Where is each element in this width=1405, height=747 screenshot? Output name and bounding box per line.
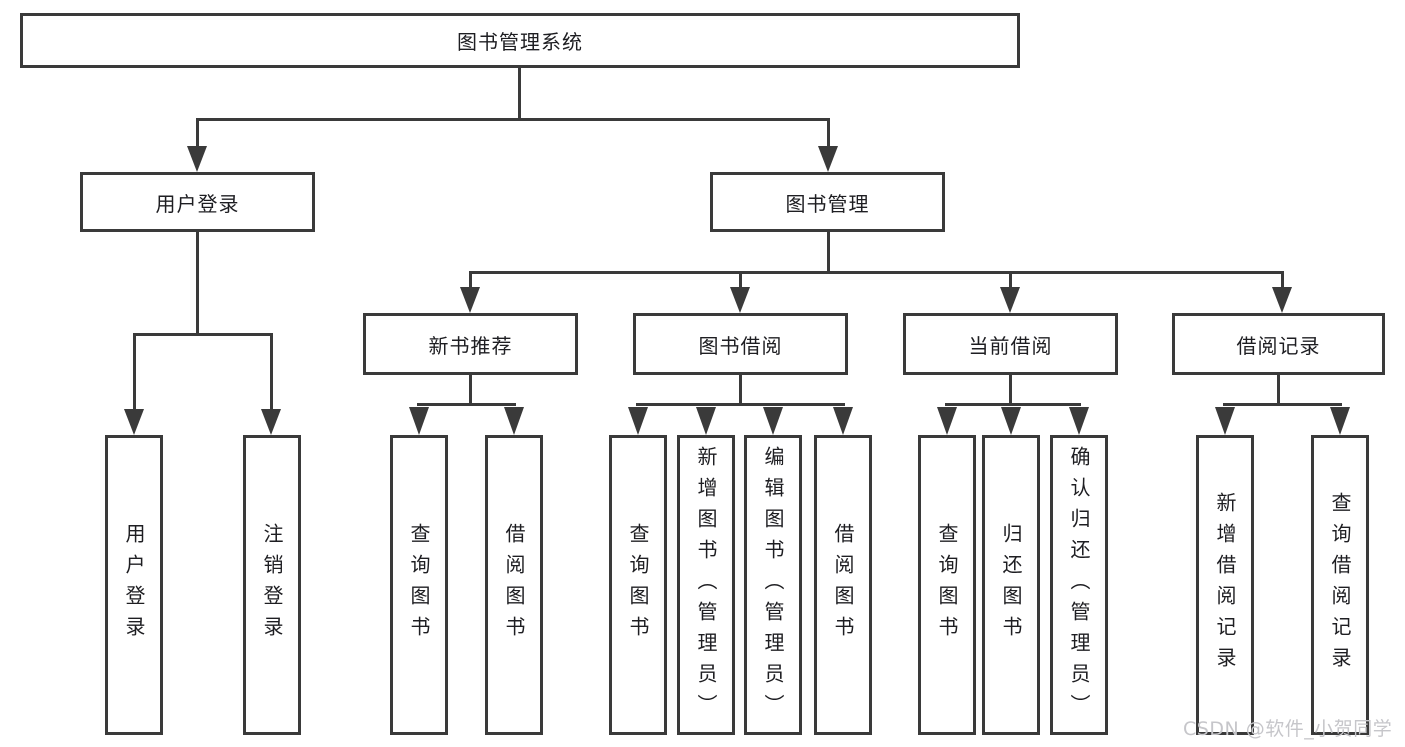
leaf-logout: 注销登录 <box>243 435 301 735</box>
node-label: 新书推荐 <box>428 333 513 358</box>
leaf-return-books: 归还图书 <box>982 435 1040 735</box>
connector-line <box>739 272 742 289</box>
node-borrow-record: 借阅记录 <box>1172 313 1385 375</box>
connector-line <box>469 271 1284 274</box>
arrow-down-icon <box>1000 287 1020 313</box>
arrow-down-icon <box>409 407 429 435</box>
connector-line <box>518 68 521 120</box>
leaf-label: 借阅图书 <box>831 523 855 647</box>
arrow-down-icon <box>460 287 480 313</box>
leaf-query-books-current: 查询图书 <box>918 435 976 735</box>
node-book-borrow: 图书借阅 <box>633 313 848 375</box>
connector-line <box>1281 272 1284 289</box>
leaf-user-login: 用户登录 <box>105 435 163 735</box>
leaf-label: 注销登录 <box>260 523 284 647</box>
connector-line <box>196 119 199 149</box>
node-current-borrow: 当前借阅 <box>903 313 1118 375</box>
arrow-down-icon <box>187 146 207 172</box>
connector-line <box>270 335 273 411</box>
arrow-down-icon <box>763 407 783 435</box>
arrow-down-icon <box>124 409 144 435</box>
leaf-label: 新增借阅记录 <box>1213 492 1237 678</box>
leaf-label: 确认归还（管理员） <box>1067 445 1091 725</box>
leaf-label: 用户登录 <box>122 523 146 647</box>
node-label: 借阅记录 <box>1236 333 1321 358</box>
node-label: 图书管理 <box>785 191 870 216</box>
leaf-query-borrow-record: 查询借阅记录 <box>1311 435 1369 735</box>
arrow-down-icon <box>833 407 853 435</box>
connector-line <box>1009 375 1012 406</box>
arrow-down-icon <box>261 409 281 435</box>
connector-line <box>945 403 1081 406</box>
node-new-book-recommend: 新书推荐 <box>363 313 578 375</box>
arrow-down-icon <box>1272 287 1292 313</box>
arrow-down-icon <box>696 407 716 435</box>
connector-line <box>196 232 199 335</box>
arrow-down-icon <box>1069 407 1089 435</box>
arrow-down-icon <box>628 407 648 435</box>
leaf-label: 查询图书 <box>407 523 431 647</box>
connector-line <box>1223 403 1342 406</box>
node-label: 图书借阅 <box>698 333 783 358</box>
node-label: 图书管理系统 <box>457 30 583 54</box>
node-label: 用户登录 <box>155 191 240 216</box>
leaf-borrow-books: 借阅图书 <box>814 435 872 735</box>
leaf-query-books-borrow: 查询图书 <box>609 435 667 735</box>
node-book-management: 图书管理 <box>710 172 945 232</box>
node-label: 当前借阅 <box>968 333 1053 358</box>
arrow-down-icon <box>1001 407 1021 435</box>
arrow-down-icon <box>730 287 750 313</box>
connector-line <box>417 403 516 406</box>
connector-line <box>636 403 845 406</box>
leaf-edit-books-admin: 编辑图书（管理员） <box>744 435 802 735</box>
leaf-borrow-books-recommend: 借阅图书 <box>485 435 543 735</box>
connector-line <box>827 232 830 273</box>
connector-line <box>196 118 830 121</box>
watermark: CSDN @软件_小贺同学 <box>1183 718 1393 740</box>
leaf-label: 查询借阅记录 <box>1328 492 1352 678</box>
leaf-query-books-recommend: 查询图书 <box>390 435 448 735</box>
leaf-label: 查询图书 <box>935 523 959 647</box>
leaf-label: 归还图书 <box>999 523 1023 647</box>
leaf-add-books-admin: 新增图书（管理员） <box>677 435 735 735</box>
arrow-down-icon <box>818 146 838 172</box>
leaf-label: 查询图书 <box>626 523 650 647</box>
connector-line <box>1009 272 1012 289</box>
connector-line <box>133 333 273 336</box>
leaf-label: 新增图书（管理员） <box>694 445 718 725</box>
connector-line <box>469 375 472 406</box>
arrow-down-icon <box>1330 407 1350 435</box>
leaf-label: 借阅图书 <box>502 523 526 647</box>
node-system-root: 图书管理系统 <box>20 13 1020 68</box>
arrow-down-icon <box>937 407 957 435</box>
connector-line <box>133 335 136 411</box>
arrow-down-icon <box>504 407 524 435</box>
leaf-add-borrow-record: 新增借阅记录 <box>1196 435 1254 735</box>
leaf-label: 编辑图书（管理员） <box>761 445 785 725</box>
connector-line <box>827 119 830 149</box>
connector-line <box>469 272 472 289</box>
connector-line <box>739 375 742 406</box>
connector-line <box>1277 375 1280 406</box>
leaf-confirm-return-admin: 确认归还（管理员） <box>1050 435 1108 735</box>
node-user-login: 用户登录 <box>80 172 315 232</box>
arrow-down-icon <box>1215 407 1235 435</box>
